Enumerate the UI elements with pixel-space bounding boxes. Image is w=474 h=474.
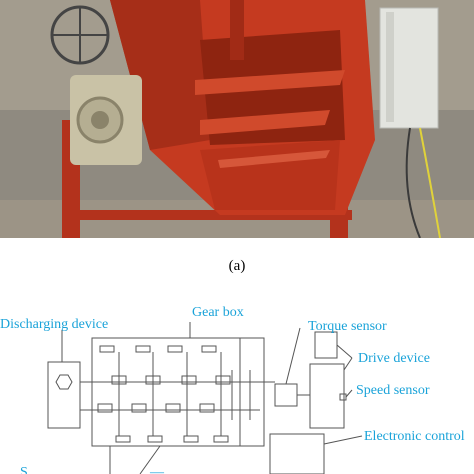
torque-sensor-box (274, 383, 298, 407)
electronic-control-label: Electronic control (364, 429, 465, 444)
bottom-mid-partial-label: — (149, 465, 165, 474)
bottom-left-partial-label: S (20, 465, 28, 474)
drive-device-body (309, 363, 345, 429)
discharging-device-box (47, 361, 81, 429)
speed-sensor-label: Speed sensor (356, 383, 430, 398)
electronic-control-box (269, 433, 325, 474)
drive-device-label: Drive device (358, 351, 430, 366)
drive-device-top (314, 331, 338, 359)
gear-box-label: Gear box (192, 305, 244, 320)
discharging-device-label: Discharging device (0, 317, 108, 332)
figure-caption: (a) (228, 258, 246, 274)
gearbox-outline (91, 337, 265, 447)
torque-sensor-label: Torque sensor (308, 319, 387, 334)
hexagon-icon (55, 374, 73, 390)
